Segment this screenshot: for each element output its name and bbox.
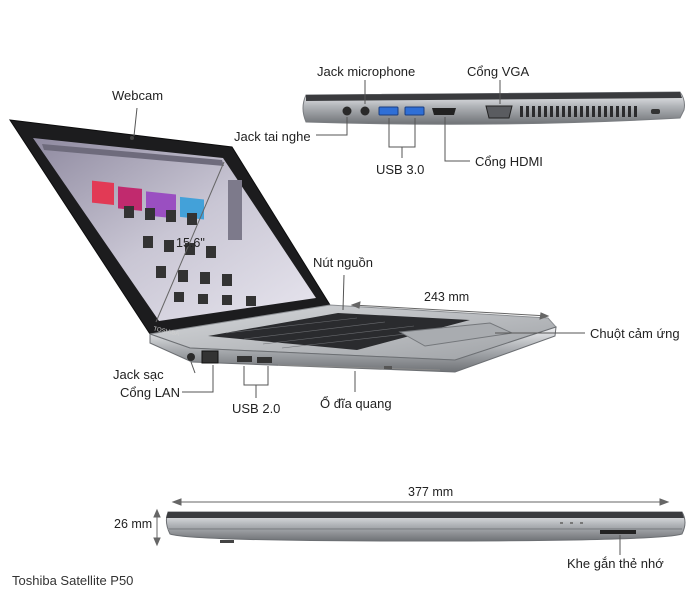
lan-port-icon	[201, 350, 219, 364]
optical-drive-slot	[277, 364, 441, 371]
hdmi-port-icon	[432, 108, 456, 115]
height-dimension-arrow	[153, 508, 161, 547]
width-dimension-arrow	[171, 498, 670, 506]
keyboard	[208, 313, 470, 350]
laptop-3quarter-view	[8, 119, 557, 373]
label-webcam: Webcam	[112, 88, 164, 103]
label-jack-microphone: Jack microphone	[317, 64, 416, 79]
label-cong-lan: Cổng LAN	[120, 385, 180, 400]
screen-content	[42, 144, 256, 306]
front-view-laptop	[165, 511, 686, 543]
depth-dimension-arrow	[350, 301, 550, 320]
side-view-laptop	[302, 91, 685, 125]
label-chuot-cam-ung: Chuột cảm ứng	[590, 326, 680, 341]
microphone-jack-icon	[360, 106, 370, 116]
headphone-jack-icon	[342, 106, 352, 116]
card-reader-slot-icon	[600, 530, 636, 534]
label-width-dimension: 377 mm	[408, 485, 454, 499]
label-o-dia-quang: Ổ đĩa quang	[320, 396, 392, 411]
label-nut-nguon: Nút nguồn	[313, 255, 373, 270]
label-cong-vga: Cổng VGA	[467, 64, 530, 79]
label-jack-sac: Jack sạc	[113, 367, 164, 382]
screen-diagonal-line	[155, 161, 225, 323]
charging-jack-icon	[187, 353, 195, 361]
label-height-dimension: 26 mm	[114, 517, 153, 531]
label-jack-tai-nghe: Jack tai nghe	[234, 129, 311, 144]
label-khe-gan-the-nho: Khe gắn thẻ nhớ	[567, 556, 664, 571]
webcam-icon	[130, 136, 134, 140]
label-screen-size: 15.6"	[176, 236, 205, 250]
keyboard-rows	[225, 317, 442, 349]
usb2-port-icon	[237, 356, 252, 362]
optical-drive-button	[384, 366, 392, 369]
label-usb-3-0: USB 3.0	[376, 162, 425, 177]
label-cong-hdmi: Cổng HDMI	[475, 154, 543, 169]
usb3-port-icon	[378, 106, 399, 116]
product-caption: Toshiba Satellite P50	[12, 573, 134, 588]
main-view-leaders	[133, 107, 585, 398]
label-depth-dimension: 243 mm	[424, 290, 470, 304]
vga-port-icon	[485, 105, 513, 119]
vent-grille	[520, 106, 637, 117]
usb2-port-icon	[257, 357, 272, 363]
label-usb-2-0: USB 2.0	[232, 401, 281, 416]
side-view-leaders	[316, 80, 501, 162]
lock-slot-icon	[651, 109, 660, 114]
usb3-port-icon	[404, 106, 425, 116]
